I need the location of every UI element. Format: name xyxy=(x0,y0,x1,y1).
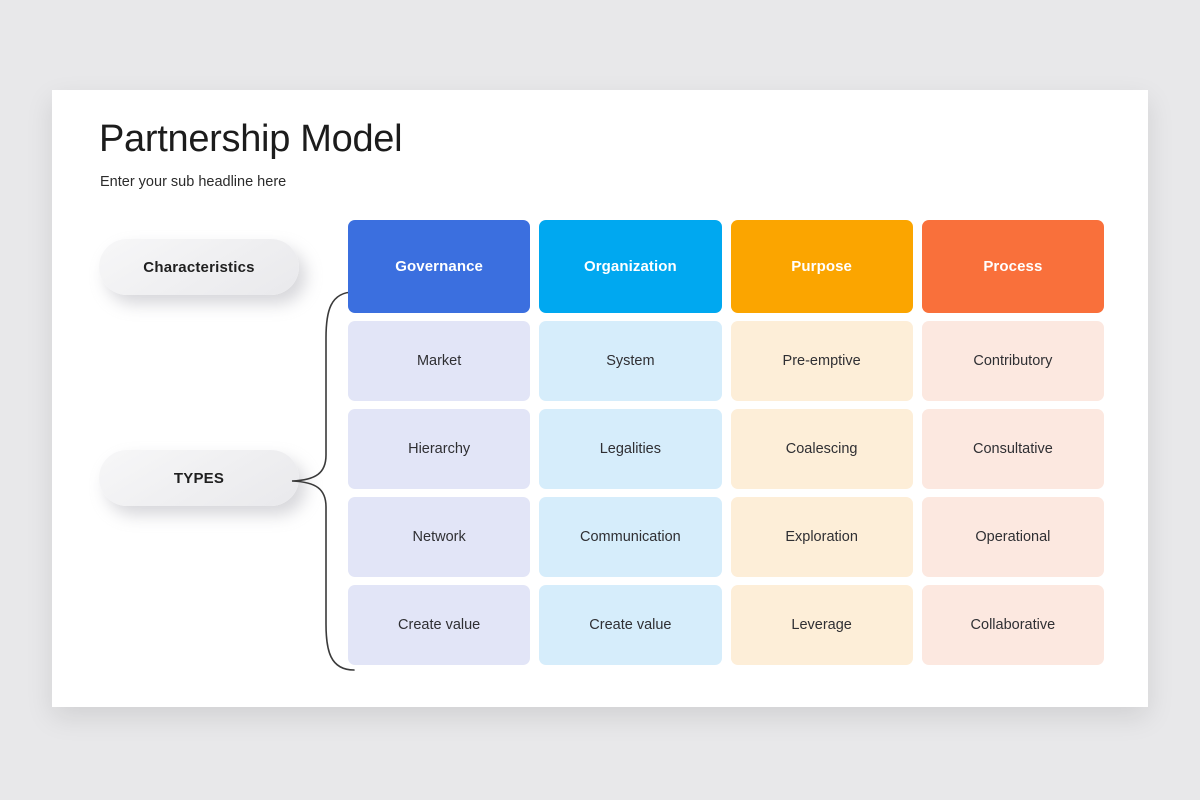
matrix-cell-r4-c2[interactable]: Create value xyxy=(539,585,722,665)
matrix-cell-r4-c4[interactable]: Collaborative xyxy=(921,585,1104,665)
matrix-cell-r3-c4[interactable]: Operational xyxy=(921,497,1104,577)
page-title: Partnership Model xyxy=(99,118,403,160)
column-header-process[interactable]: Process xyxy=(921,220,1104,313)
brace-connector-icon xyxy=(291,291,355,671)
matrix-cell-r3-c1[interactable]: Network xyxy=(348,497,531,577)
page-subtitle: Enter your sub headline here xyxy=(100,174,287,190)
matrix-cell-r1-c1[interactable]: Market xyxy=(348,321,531,401)
column-header-organization[interactable]: Organization xyxy=(539,220,722,313)
matrix-cell-r2-c3[interactable]: Coalescing xyxy=(730,409,913,489)
matrix-cell-r2-c1[interactable]: Hierarchy xyxy=(348,409,531,489)
matrix-cell-r1-c3[interactable]: Pre-emptive xyxy=(730,321,913,401)
pill-characteristics[interactable]: Characteristics xyxy=(99,239,299,295)
slide-card: Partnership Model Enter your sub headlin… xyxy=(52,90,1148,707)
pill-characteristics-label: Characteristics xyxy=(143,258,255,276)
pill-types-label: TYPES xyxy=(173,469,225,487)
matrix-cell-r1-c4[interactable]: Contributory xyxy=(921,321,1104,401)
matrix-cell-r4-c1[interactable]: Create value xyxy=(348,585,531,665)
matrix-cell-r3-c3[interactable]: Exploration xyxy=(730,497,913,577)
matrix-cell-r2-c4[interactable]: Consultative xyxy=(921,409,1104,489)
column-header-governance[interactable]: Governance xyxy=(348,220,531,313)
matrix-cell-r2-c2[interactable]: Legalities xyxy=(539,409,722,489)
pill-types[interactable]: TYPES xyxy=(99,450,299,506)
matrix-cell-r3-c2[interactable]: Communication xyxy=(539,497,722,577)
column-header-purpose[interactable]: Purpose xyxy=(730,220,913,313)
matrix-cell-r4-c3[interactable]: Leverage xyxy=(730,585,913,665)
matrix-cell-r1-c2[interactable]: System xyxy=(539,321,722,401)
